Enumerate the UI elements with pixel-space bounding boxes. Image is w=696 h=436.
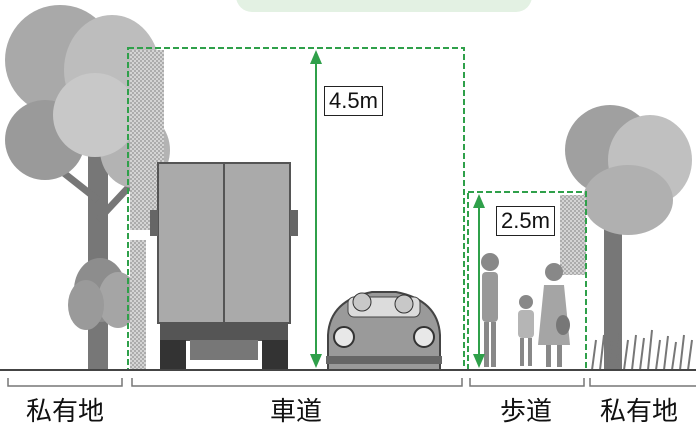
bracket-private-left bbox=[7, 378, 123, 387]
zone-label-sidewalk: 歩道 bbox=[500, 397, 553, 427]
roadway-height-arrow bbox=[310, 50, 322, 368]
right-grass bbox=[591, 329, 693, 371]
sidewalk-height-arrow bbox=[473, 194, 485, 368]
truck-left-wheel bbox=[160, 340, 186, 370]
title-banner bbox=[236, 0, 532, 12]
truck-left-mirror bbox=[150, 210, 158, 236]
truck bbox=[150, 162, 298, 370]
zone-label-private-left: 私有地 bbox=[26, 397, 105, 427]
car bbox=[326, 291, 442, 371]
pedestrians bbox=[481, 253, 570, 367]
zone-label-roadway: 車道 bbox=[270, 397, 323, 427]
right-hedge-hatch bbox=[560, 195, 586, 275]
sidewalk-height-label: 2.5m bbox=[496, 206, 555, 236]
bracket-sidewalk bbox=[469, 378, 585, 387]
zone-brackets bbox=[7, 378, 696, 387]
truck-right-wheel bbox=[262, 340, 288, 370]
left-hedge-hatch-lower bbox=[130, 240, 146, 370]
roadway-height-label: 4.5m bbox=[324, 86, 383, 116]
bracket-roadway bbox=[131, 378, 463, 387]
left-bush bbox=[68, 258, 138, 370]
zone-label-private-right: 私有地 bbox=[600, 397, 679, 427]
bracket-private-right bbox=[589, 378, 696, 387]
roadway-clearance-frame bbox=[127, 47, 465, 371]
left-tree-crown-5 bbox=[53, 73, 137, 157]
truck-right-mirror bbox=[290, 210, 298, 236]
right-tree bbox=[565, 105, 692, 370]
